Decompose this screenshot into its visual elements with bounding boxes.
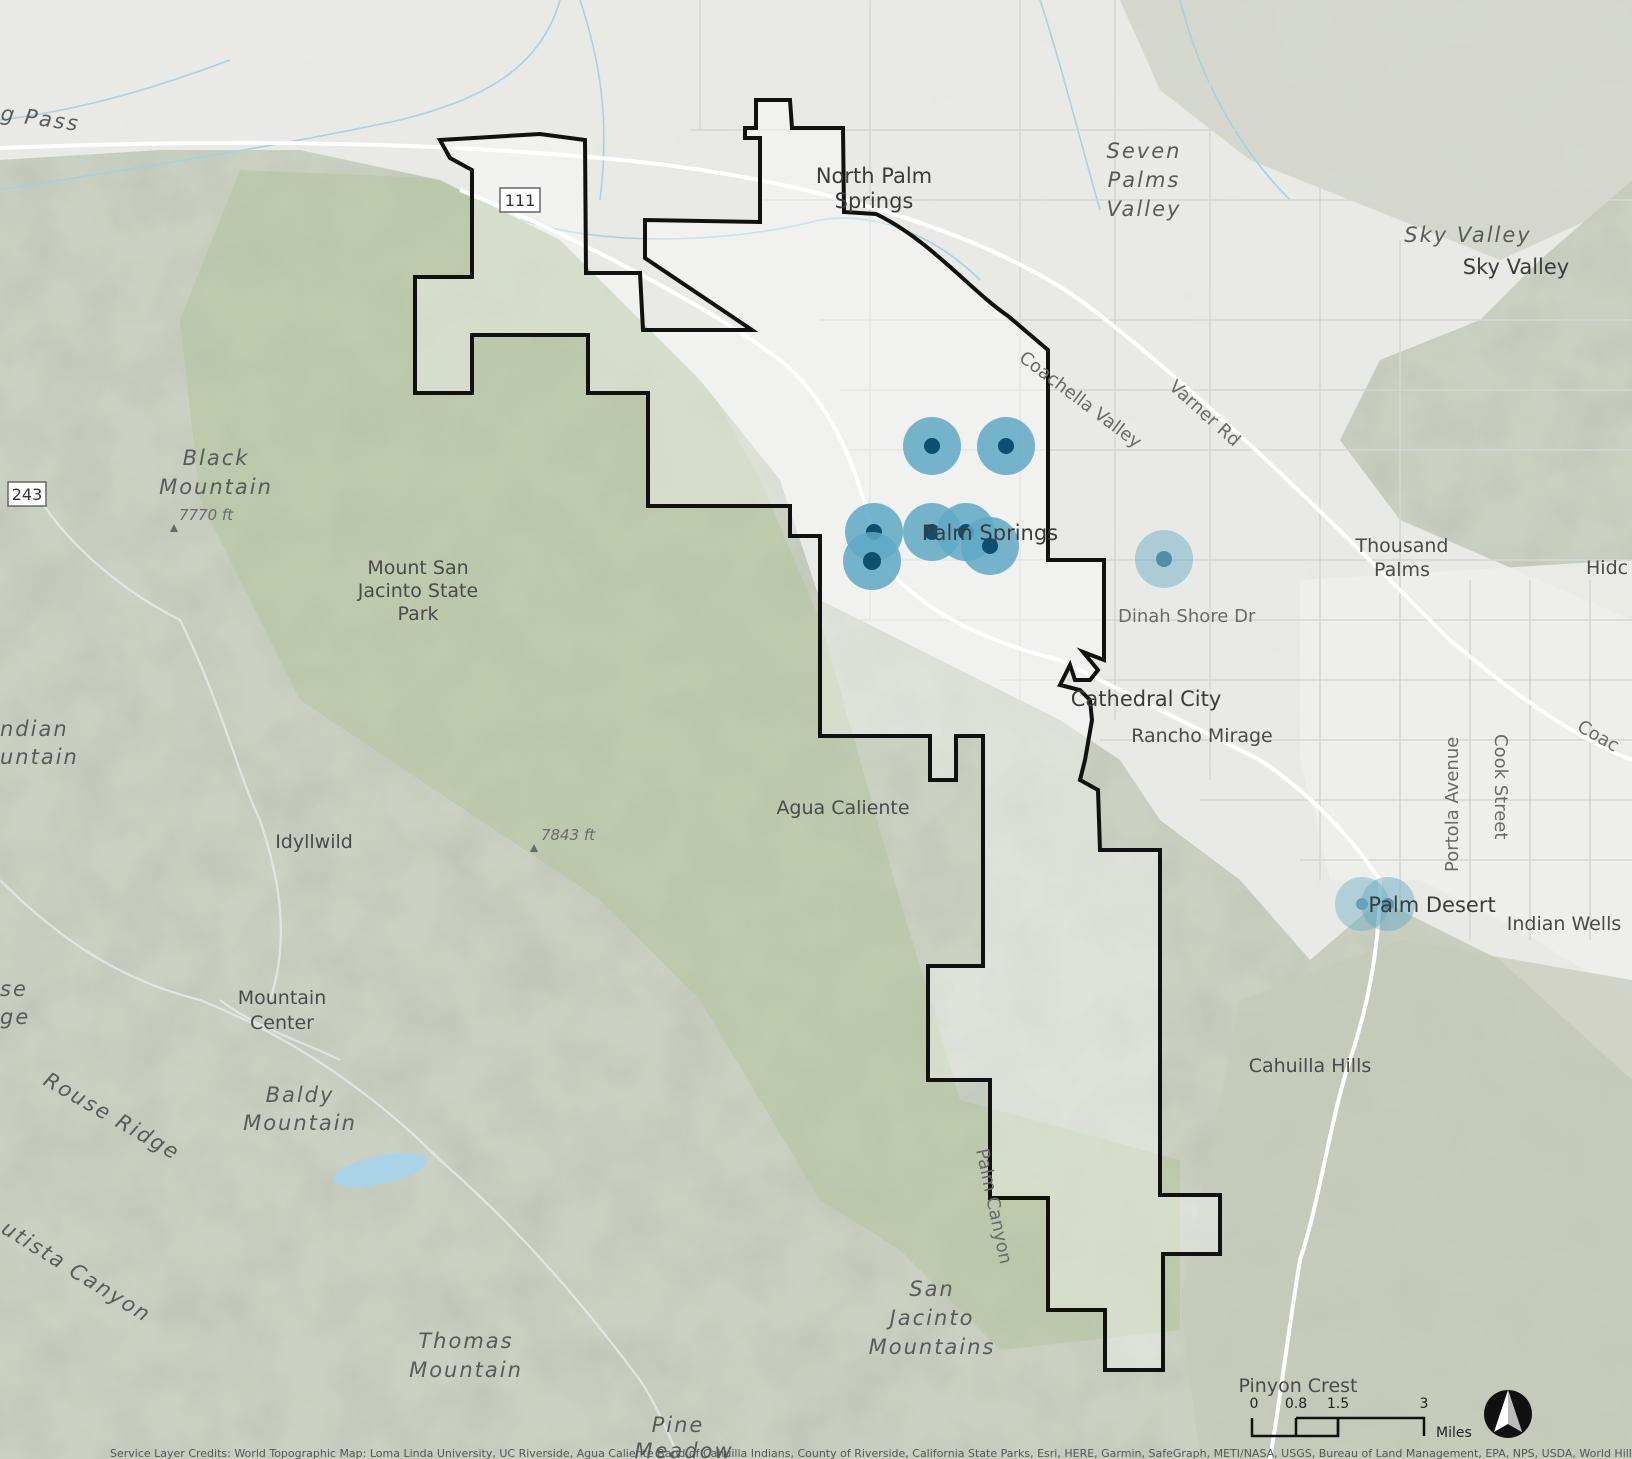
- point-marker-faded[interactable]: [1135, 530, 1193, 588]
- label-pine: Pine: [652, 1413, 705, 1437]
- label-portola: Portola Avenue: [1442, 737, 1463, 872]
- label-north-palm-springs-1: North Palm: [816, 164, 932, 188]
- label-indian-mountain-2: untain: [0, 745, 79, 769]
- street-grid: [690, 0, 1632, 940]
- label-cook: Cook Street: [1490, 734, 1511, 839]
- label-mount-san-jacinto-2: Jacinto State: [357, 580, 478, 602]
- scale-tick-1-5: 1.5: [1327, 1396, 1349, 1412]
- city-boundary: [413, 98, 1222, 1372]
- label-indian-mountain-1: ndian: [0, 717, 69, 741]
- label-sky-valley: Sky Valley: [1463, 255, 1569, 279]
- label-cahuilla-hills: Cahuilla Hills: [1249, 1055, 1372, 1077]
- label-palm-desert: Palm Desert: [1368, 893, 1495, 917]
- streams: [0, 0, 1291, 281]
- valley-floor: [0, 0, 1632, 1080]
- point-marker-faded[interactable]: [1335, 877, 1389, 931]
- label-mount-san-jacinto-3: Park: [397, 603, 438, 625]
- hwy-243-label: 243: [12, 485, 43, 504]
- label-baldy-mountain-2: Mountain: [243, 1111, 357, 1135]
- scale-bar: 0 0.8 1.5 3 Miles: [1250, 1396, 1472, 1441]
- hwy-243-shield: 243: [7, 481, 47, 507]
- label-se-1: se: [0, 977, 28, 1001]
- scale-tick-0: 0: [1250, 1396, 1259, 1412]
- label-black-mountain-1: Black: [183, 446, 250, 470]
- peak-icon: [530, 844, 538, 852]
- scale-unit: Miles: [1436, 1425, 1472, 1441]
- point-markers: [843, 417, 1415, 931]
- scale-tick-0-8: 0.8: [1285, 1396, 1307, 1412]
- hwy-111-label: 111: [505, 191, 536, 210]
- label-indian-wells: Indian Wells: [1507, 913, 1622, 935]
- label-mountain-center-2: Center: [250, 1012, 314, 1034]
- point-marker[interactable]: [977, 417, 1035, 475]
- label-ge-2: ge: [0, 1005, 30, 1029]
- label-pinyon-crest: Pinyon Crest: [1238, 1375, 1357, 1397]
- point-marker[interactable]: [843, 532, 901, 590]
- minor-roads: [0, 499, 681, 1459]
- label-thousand-palms-1: Thousand: [1355, 535, 1449, 557]
- credits-text: Service Layer Credits: World Topographic…: [110, 1447, 1632, 1459]
- label-cathedral-city: Cathedral City: [1071, 687, 1222, 711]
- label-thousand-palms-2: Palms: [1374, 559, 1430, 581]
- point-marker[interactable]: [903, 417, 961, 475]
- point-marker-faded[interactable]: [1361, 877, 1415, 931]
- label-agua-caliente: Agua Caliente: [776, 797, 909, 819]
- label-thomas-mountain-1: Thomas: [418, 1329, 513, 1353]
- label-hidden: Hidc: [1586, 557, 1628, 579]
- label-mount-san-jacinto-1: Mount San: [367, 557, 468, 579]
- label-dinah-shore: Dinah Shore Dr: [1118, 606, 1256, 627]
- label-black-mountain-elev: 7770 ft: [179, 506, 234, 524]
- major-roads: [0, 140, 1632, 1459]
- label-seven-palms-2: Palms: [1108, 168, 1181, 192]
- valley-desert: [1300, 560, 1632, 1000]
- peak-icon: [170, 524, 178, 532]
- point-marker[interactable]: [961, 517, 1019, 575]
- eastern-mountains: [1180, 940, 1632, 1459]
- hwy-111-shield: 111: [499, 187, 541, 213]
- label-baldy-mountain-1: Baldy: [266, 1083, 335, 1107]
- label-sky-valley-terrain: Sky Valley: [1404, 223, 1532, 247]
- label-meadow: Meadow: [634, 1439, 733, 1459]
- north-arrow-icon: [1484, 1390, 1532, 1438]
- label-seven-palms-3: Valley: [1107, 197, 1182, 221]
- label-palm-springs: Palm Springs: [922, 521, 1058, 545]
- label-peak-elev: 7843 ft: [541, 826, 596, 844]
- lake: [332, 1153, 428, 1187]
- label-black-mountain-2: Mountain: [159, 475, 273, 499]
- scale-tick-3: 3: [1420, 1396, 1429, 1412]
- label-seven-palms-1: Seven: [1107, 139, 1182, 163]
- label-mountain-center-1: Mountain: [238, 987, 327, 1009]
- label-thomas-mountain-2: Mountain: [409, 1358, 523, 1382]
- label-idyllwild: Idyllwild: [275, 831, 353, 853]
- label-rancho-mirage: Rancho Mirage: [1131, 725, 1273, 747]
- label-san-jacinto-mtns-2: Jacinto: [886, 1306, 975, 1330]
- label-north-palm-springs-2: Springs: [835, 189, 914, 213]
- label-san-jacinto-mtns-1: San: [909, 1277, 955, 1301]
- label-san-jacinto-mtns-3: Mountains: [869, 1335, 996, 1359]
